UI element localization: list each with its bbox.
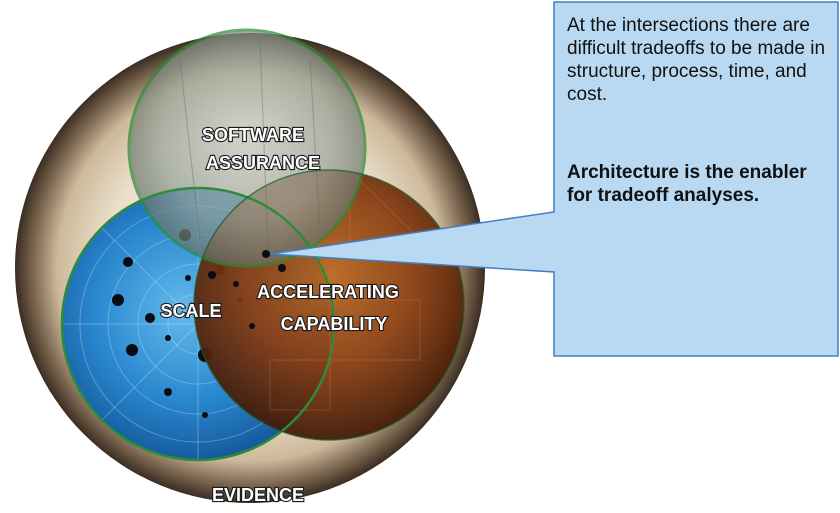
accelerating-capability-label-line2: CAPABILITY — [281, 314, 388, 334]
callout-emphasis: Architecture is the enabler for tradeoff… — [567, 162, 807, 206]
software-assurance-label-line2: ASSURANCE — [206, 153, 320, 173]
scale-outline — [60, 186, 336, 462]
callout-text: At the intersections there are difficult… — [567, 14, 829, 207]
software-assurance-label-line1: SOFTWARE — [202, 125, 304, 145]
scale-label: SCALE — [160, 301, 221, 321]
intersection-dot — [262, 250, 270, 258]
accel-outline — [193, 169, 465, 441]
software-assurance-circle — [127, 28, 367, 268]
evidence-label: EVIDENCE — [212, 485, 304, 505]
callout-note: At the intersections there are difficult… — [567, 15, 826, 105]
accelerating-capability-label-line1: ACCELERATING — [257, 282, 399, 302]
callout-box — [269, 1, 839, 357]
